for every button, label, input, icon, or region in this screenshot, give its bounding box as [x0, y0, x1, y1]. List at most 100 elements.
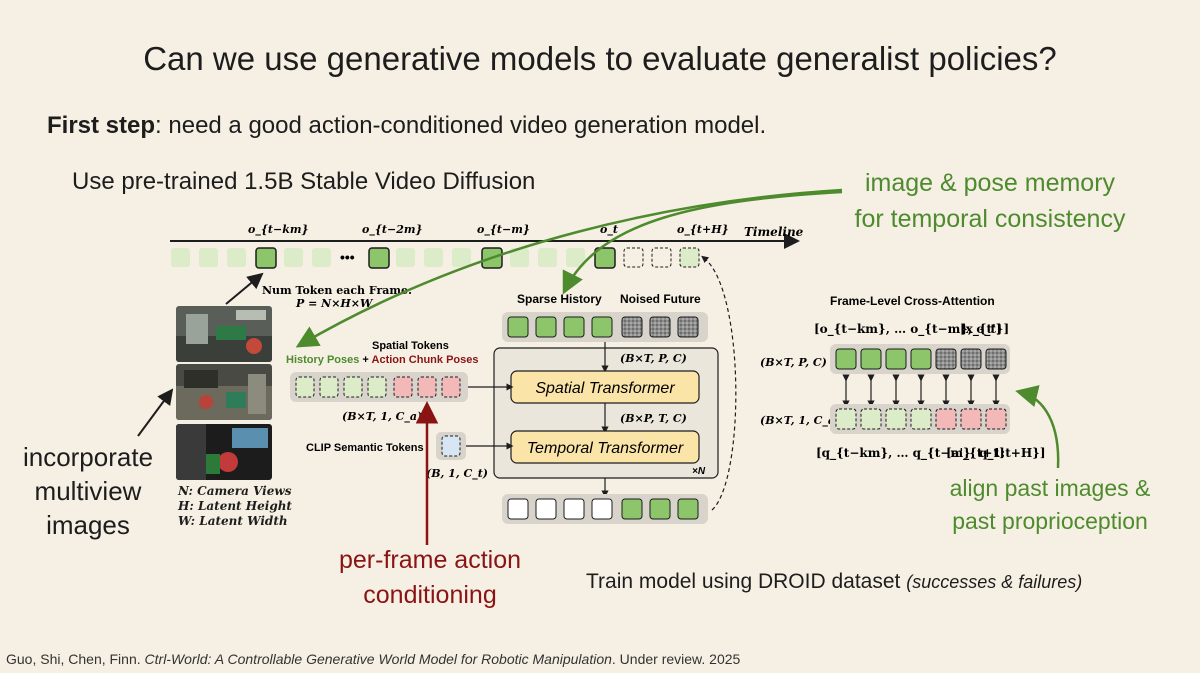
xattn-bottom-label: [q_{t−km}, … q_{t−m}, q_t]	[816, 446, 1005, 461]
timeline-token-key	[368, 247, 390, 269]
num-token-line2: P = N×H×W	[295, 297, 374, 310]
history-token	[591, 316, 613, 338]
timeline-token	[312, 248, 331, 267]
num-token-line1: Num Token each Frame:	[262, 284, 412, 297]
camera-view-image-2	[176, 364, 272, 420]
dim-btpc: (B×T, P, C)	[620, 352, 687, 365]
legend-h: H: Latent Height	[178, 499, 292, 513]
plus-label: +	[359, 354, 371, 366]
timeline-mark: o_t	[600, 223, 618, 237]
timeline-token	[227, 248, 246, 267]
history-pose-token	[319, 376, 339, 398]
xattn-action-token	[985, 408, 1007, 430]
xattn-image-token	[910, 348, 932, 370]
clip-tokens-label: CLIP Semantic Tokens	[306, 442, 424, 454]
timeline-mark: o_{t+H}	[677, 223, 729, 237]
timeline-mark: o_{t−m}	[477, 223, 530, 237]
xattn-top-x-label: [x_{t'}]	[960, 322, 1009, 337]
timeline-token	[510, 248, 529, 267]
timeline-token	[566, 248, 585, 267]
output-token-empty	[563, 498, 585, 520]
pretrained-model-text: Use pre-trained 1.5B Stable Video Diffus…	[72, 168, 536, 195]
first-step-body: : need a good action-conditioned video g…	[155, 112, 767, 139]
per-frame-line1: per-frame action	[338, 546, 522, 574]
noised-token	[649, 316, 671, 338]
output-token-empty	[535, 498, 557, 520]
dim-b1ct: (B, 1, C_t)	[426, 467, 488, 481]
output-token-generated	[621, 498, 643, 520]
memory-annotation-line2: for temporal consistency	[854, 205, 1126, 233]
input-tokens	[507, 316, 699, 338]
xattn-image-token	[885, 348, 907, 370]
history-token	[507, 316, 529, 338]
noised-token	[621, 316, 643, 338]
multiview-annotation: incorporate multiview images	[8, 440, 168, 542]
xattn-noise-token	[985, 348, 1007, 370]
spatial-tokens-label: Spatial Tokens	[372, 340, 449, 352]
sparse-history-label: Sparse History	[517, 292, 602, 306]
history-poses-label: History Poses	[286, 354, 359, 366]
xattn-title: Frame-Level Cross-Attention	[830, 294, 995, 308]
legend-w: W: Latent Width	[178, 514, 288, 528]
xattn-pose-token	[910, 408, 932, 430]
xattn-links	[842, 374, 1000, 408]
timeline-token-future	[679, 247, 700, 268]
per-frame-line2: conditioning	[363, 581, 497, 609]
history-pose-token	[367, 376, 387, 398]
dim-bptc: (B×P, T, C)	[620, 412, 687, 425]
multiview-line2: multiview	[34, 476, 142, 506]
action-pose-token	[393, 376, 413, 398]
xattn-image-token	[835, 348, 857, 370]
pose-token-caption: History Poses + Action Chunk Poses	[286, 354, 478, 366]
xattn-action-token	[960, 408, 982, 430]
xattn-pose-token	[860, 408, 882, 430]
first-step-label: First step	[47, 112, 156, 139]
timeline-token-future	[651, 247, 672, 268]
action-pose-token	[417, 376, 437, 398]
train-italic: (successes & failures)	[906, 572, 1083, 592]
output-token-generated	[677, 498, 699, 520]
slide-title: Can we use generative models to evaluate…	[143, 40, 1057, 77]
xattn-noise-token	[960, 348, 982, 370]
timeline-token-key	[255, 247, 277, 269]
first-step-text: First step: need a good action-condition…	[47, 112, 766, 140]
train-main: Train model using DROID dataset	[586, 570, 907, 593]
timeline-token	[171, 248, 190, 267]
xattn-dim-top: (B×T, P, C)	[760, 356, 827, 369]
memory-annotation-line1: image & pose memory	[864, 169, 1116, 197]
dimension-legend: N: Camera Views H: Latent Height W: Late…	[178, 484, 292, 529]
align-line2: past proprioception	[952, 508, 1148, 534]
timeline-token-future	[623, 247, 644, 268]
timeline-token	[199, 248, 218, 267]
dim-bt1ca: (B×T, 1, C_a)	[342, 410, 422, 424]
memory-annotation: image & pose memory for temporal consist…	[800, 165, 1180, 237]
camera-view-image-1	[176, 306, 272, 362]
action-pose-token	[441, 376, 461, 398]
timeline-ellipsis: •••	[340, 249, 355, 265]
output-tokens	[507, 498, 699, 520]
xattn-image-token	[860, 348, 882, 370]
image-to-token-arrow	[225, 272, 264, 305]
timeline-token	[452, 248, 471, 267]
times-n-label: ×N	[692, 466, 706, 477]
clip-token	[441, 435, 461, 457]
xattn-action-token	[935, 408, 957, 430]
align-arrow	[1015, 385, 1060, 469]
xattn-dim-bottom: (B×T, 1, C_a)	[760, 414, 840, 428]
output-token-empty	[507, 498, 529, 520]
timeline-tokens	[171, 247, 700, 269]
history-pose-token	[343, 376, 363, 398]
autoregressive-loop-arrow	[701, 255, 737, 511]
per-frame-annotation: per-frame action conditioning	[300, 543, 560, 613]
multiview-arrow	[137, 388, 174, 437]
timeline-token	[396, 248, 415, 267]
xattn-pose-token	[835, 408, 857, 430]
output-token-generated	[649, 498, 671, 520]
citation-tail: . Under review. 2025	[611, 651, 741, 667]
xattn-top-tokens	[835, 348, 1007, 370]
xattn-bottom-a-label: [a'_{t+1:t+H}]	[946, 446, 1046, 461]
history-pose-token	[295, 376, 315, 398]
citation: Guo, Shi, Chen, Finn. Ctrl-World: A Cont…	[6, 651, 740, 667]
camera-view-image-3	[176, 424, 272, 480]
